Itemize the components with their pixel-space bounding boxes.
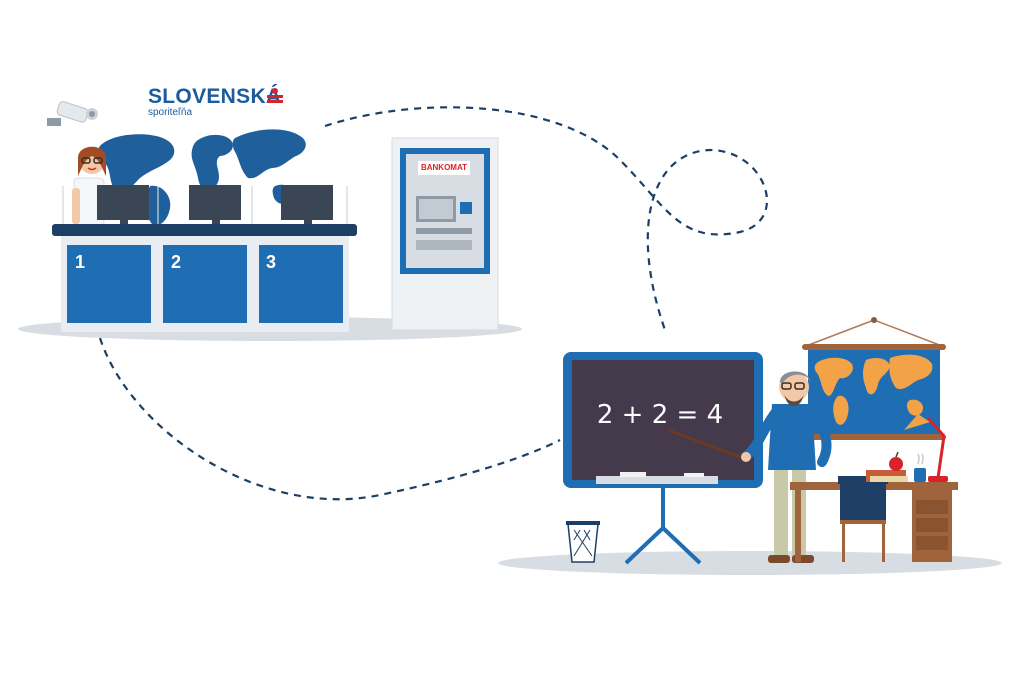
counter-number-2: 2 (171, 252, 182, 272)
classroom-floor-shadow (498, 551, 1002, 575)
desk-lamp-icon (904, 414, 948, 482)
security-camera-icon (47, 101, 98, 126)
dashed-path-lower (98, 337, 561, 501)
counter-number-1: 1 (75, 252, 86, 272)
trash-bin-icon (566, 521, 600, 563)
apple-icon (889, 451, 903, 471)
world-map-icon (97, 129, 306, 226)
pointer-stick (667, 428, 749, 462)
atm-label: BANKOMAT (420, 163, 468, 172)
chalkboard-icon (563, 352, 763, 565)
glass-dividers (62, 186, 348, 225)
atm-icon (391, 137, 499, 331)
bank-counter (52, 224, 357, 332)
teacher-desk (790, 470, 958, 562)
brand-logo: SLOVENSKÁ sporiteľňa (148, 85, 283, 118)
monitor-3 (281, 185, 333, 226)
brand-subtitle: sporiteľňa (148, 107, 193, 118)
counter-number-3: 3 (266, 252, 277, 272)
brand-mark-icon (267, 88, 283, 103)
mug-icon (914, 453, 926, 482)
receptionist (72, 146, 106, 227)
brand-name: SLOVENSKÁ (148, 85, 282, 108)
monitor-1 (97, 185, 149, 226)
dashed-path (324, 106, 769, 331)
monitor-2 (189, 185, 241, 226)
chalkboard-equation: 2 + 2 = 4 (596, 400, 724, 430)
